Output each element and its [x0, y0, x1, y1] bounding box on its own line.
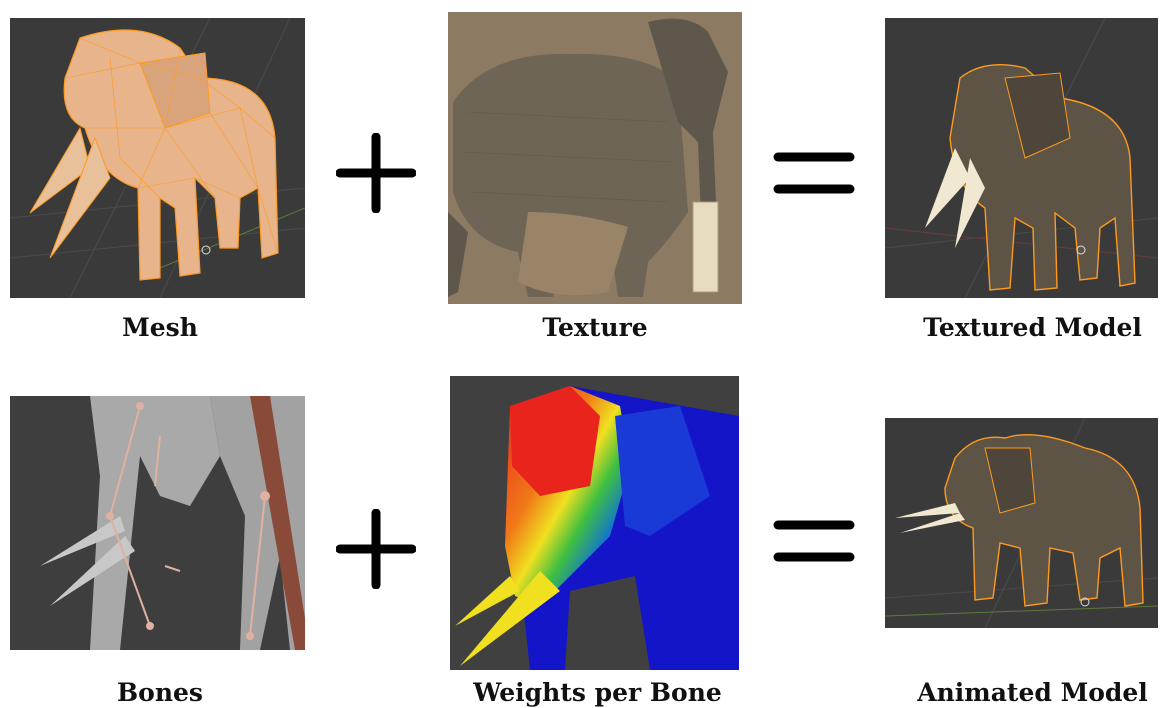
animated-model-caption: Animated Model [905, 678, 1160, 707]
mesh-panel [10, 18, 305, 298]
textured-model-image [885, 18, 1158, 298]
bones-caption: Bones [70, 678, 250, 707]
equals-icon [773, 150, 855, 196]
mesh-image [10, 18, 305, 298]
weights-panel [450, 376, 739, 670]
animated-model-image [885, 418, 1158, 628]
weights-image [450, 376, 739, 670]
animated-model-panel [885, 418, 1158, 628]
equals-icon-2 [773, 518, 855, 564]
bones-image [10, 396, 305, 650]
texture-image [448, 12, 742, 304]
textured-model-caption: Textured Model [910, 313, 1155, 342]
texture-caption: Texture [500, 313, 690, 342]
textured-model-panel [885, 18, 1158, 298]
plus-icon [336, 133, 416, 213]
bones-panel [10, 396, 305, 650]
weights-caption: Weights per Bone [460, 678, 735, 707]
plus-icon-2 [336, 509, 416, 589]
texture-panel [448, 12, 742, 304]
mesh-caption: Mesh [70, 313, 250, 342]
